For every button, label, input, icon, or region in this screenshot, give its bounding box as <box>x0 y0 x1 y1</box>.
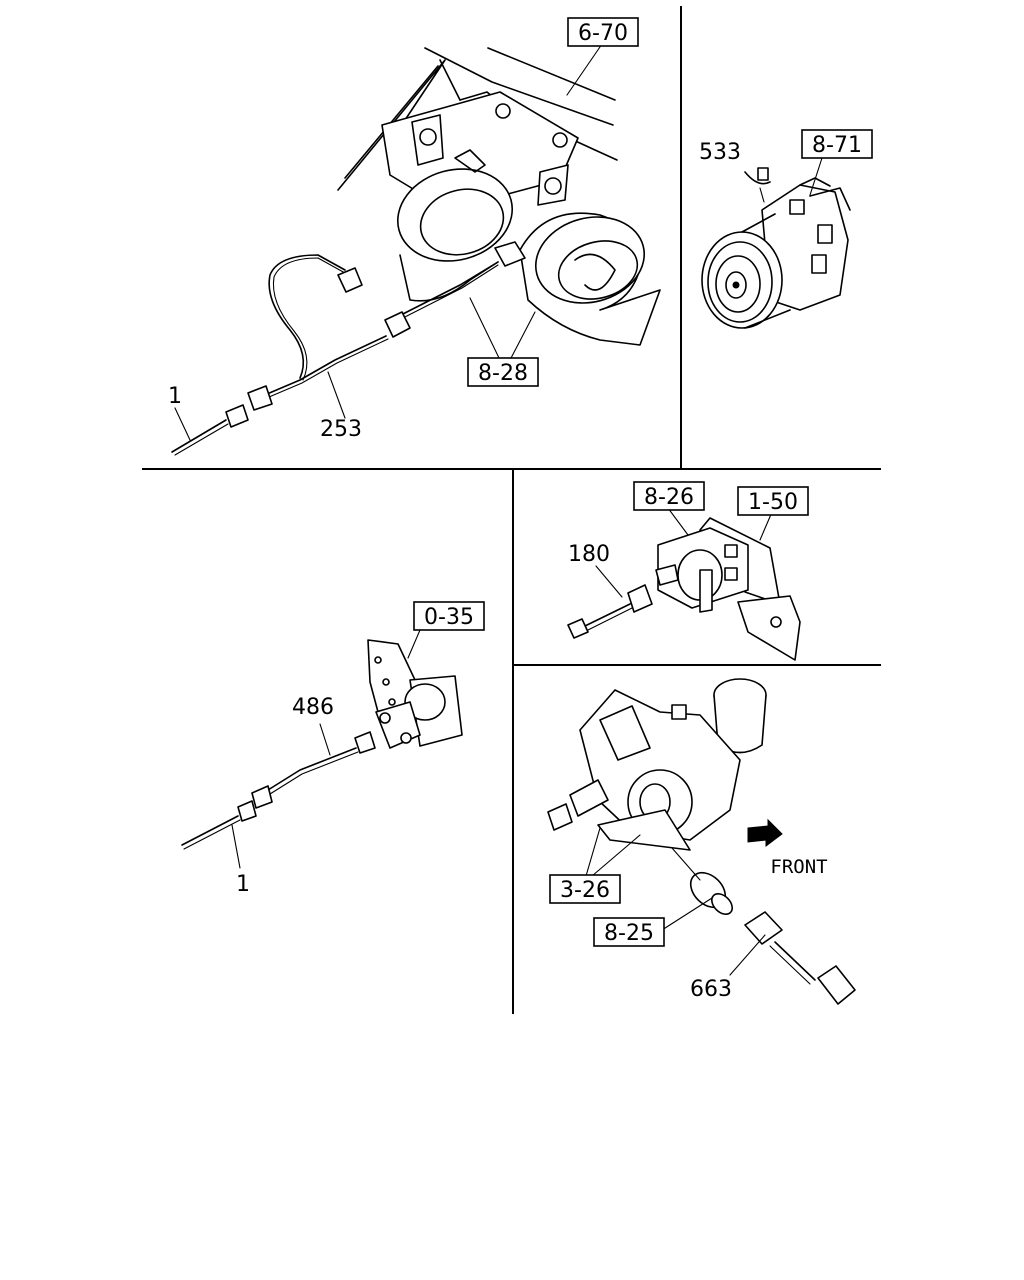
ref-box-8-25: 8-25 <box>593 917 665 947</box>
compressor-drawing <box>701 157 851 329</box>
pressure-switch-drawing <box>547 678 856 1005</box>
part-label-1-left: 1 <box>236 872 250 897</box>
switch-bracket-drawing <box>567 507 801 661</box>
svg-text:0-35: 0-35 <box>424 605 474 630</box>
sensor-bracket-drawing <box>181 629 463 869</box>
part-label-533: 533 <box>699 140 741 165</box>
part-label-486: 486 <box>292 695 334 720</box>
part-label-663: 663 <box>690 977 732 1002</box>
svg-text:3-26: 3-26 <box>560 878 610 903</box>
svg-text:8-25: 8-25 <box>604 921 654 946</box>
horn-assembly-drawing <box>171 43 661 456</box>
ref-box-8-28: 8-28 <box>467 357 539 387</box>
ref-box-3-26: 3-26 <box>549 874 621 904</box>
svg-text:8-71: 8-71 <box>812 133 862 158</box>
front-direction-label: FRONT <box>770 856 827 878</box>
ref-box-8-26: 8-26 <box>633 481 705 511</box>
ref-box-6-70: 6-70 <box>567 17 639 47</box>
ref-box-1-50: 1-50 <box>737 486 809 516</box>
ref-box-0-35: 0-35 <box>413 601 485 631</box>
panel-dividers <box>142 6 881 1014</box>
svg-text:8-28: 8-28 <box>478 361 528 386</box>
part-label-253: 253 <box>320 417 362 442</box>
ref-box-8-71: 8-71 <box>801 129 873 159</box>
svg-text:6-70: 6-70 <box>578 21 628 46</box>
svg-text:8-26: 8-26 <box>644 485 694 510</box>
part-label-1-top: 1 <box>168 384 182 409</box>
part-label-180: 180 <box>568 542 610 567</box>
svg-text:1-50: 1-50 <box>748 490 798 515</box>
